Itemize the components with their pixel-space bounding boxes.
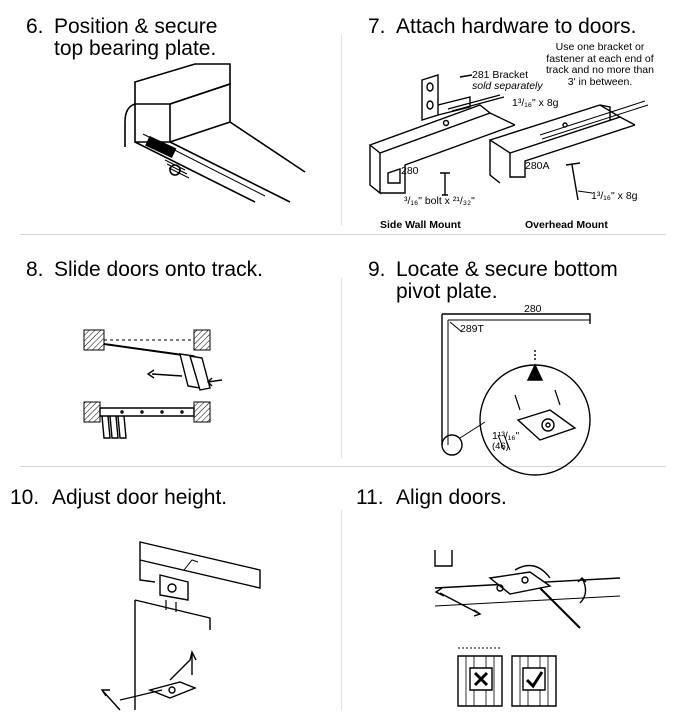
step-number: 7.: [368, 15, 386, 38]
step-title-line1: Attach hardware to doors.: [396, 15, 637, 38]
divider-row1: [20, 234, 666, 235]
divider-col-2: [341, 278, 342, 458]
step-number: 9.: [368, 258, 386, 281]
step-7-illustration: [360, 65, 660, 215]
step-number: 11.: [356, 486, 384, 509]
step-number: 6.: [26, 15, 44, 38]
divider-col-3: [341, 510, 342, 710]
track-label-280a: 280A: [525, 160, 550, 172]
step-9-title: 9. Locate & secure bottom pivot plate.: [368, 259, 618, 303]
step-title-line1: Slide doors onto track.: [54, 258, 263, 281]
step-8-title: 8. Slide doors onto track.: [26, 259, 263, 281]
bracket-label: 281 Bracket: [472, 69, 529, 81]
step-10-title: 10. Adjust door height.: [10, 487, 227, 509]
screw-label-right: 1³/₁₆" x 8g: [591, 190, 638, 202]
step-9-pivot-label: 289T: [460, 323, 484, 335]
step-7-title: 7. Attach hardware to doors.: [368, 16, 636, 38]
divider-row2: [20, 466, 666, 467]
step-8-illustration: [82, 326, 222, 446]
step-title-line1: Align doors.: [396, 486, 507, 509]
bolt-label: ³/₁₆" bolt x ²¹/₃₂": [404, 195, 475, 207]
step-9-dim-label: 1¹³/₁₆": [492, 430, 520, 442]
step-9-illustration: [440, 310, 600, 460]
overhead-mount-label: Overhead Mount: [525, 219, 608, 231]
side-wall-mount-label: Side Wall Mount: [380, 219, 461, 231]
step-11-title: 11. Align doors.: [356, 487, 507, 509]
step-6-illustration: [95, 62, 315, 222]
step-number: 10.: [10, 486, 40, 509]
step-title-line1: Locate & secure bottom: [396, 258, 618, 281]
step-number: 8.: [26, 258, 44, 281]
step-7-note: Use one bracket or fastener at each end …: [546, 41, 654, 88]
screw-label-top: 1³/₁₆" x 8g: [512, 97, 559, 109]
divider-col-1: [341, 35, 342, 225]
step-title-line2: top bearing plate.: [54, 37, 217, 60]
bracket-sub-label: sold separately: [472, 80, 543, 92]
step-title-line2: pivot plate.: [396, 280, 498, 303]
step-title-line1: Position & secure: [54, 15, 218, 38]
step-9-track-label: 280: [524, 303, 542, 315]
step-10-illustration: [100, 540, 300, 715]
step-title-line1: Adjust door height.: [52, 486, 228, 509]
step-9-dim-mm-label: (46): [492, 441, 509, 452]
step-11-illustration: [430, 548, 630, 708]
step-6-title: 6. Position & secure top bearing plate.: [26, 16, 217, 60]
